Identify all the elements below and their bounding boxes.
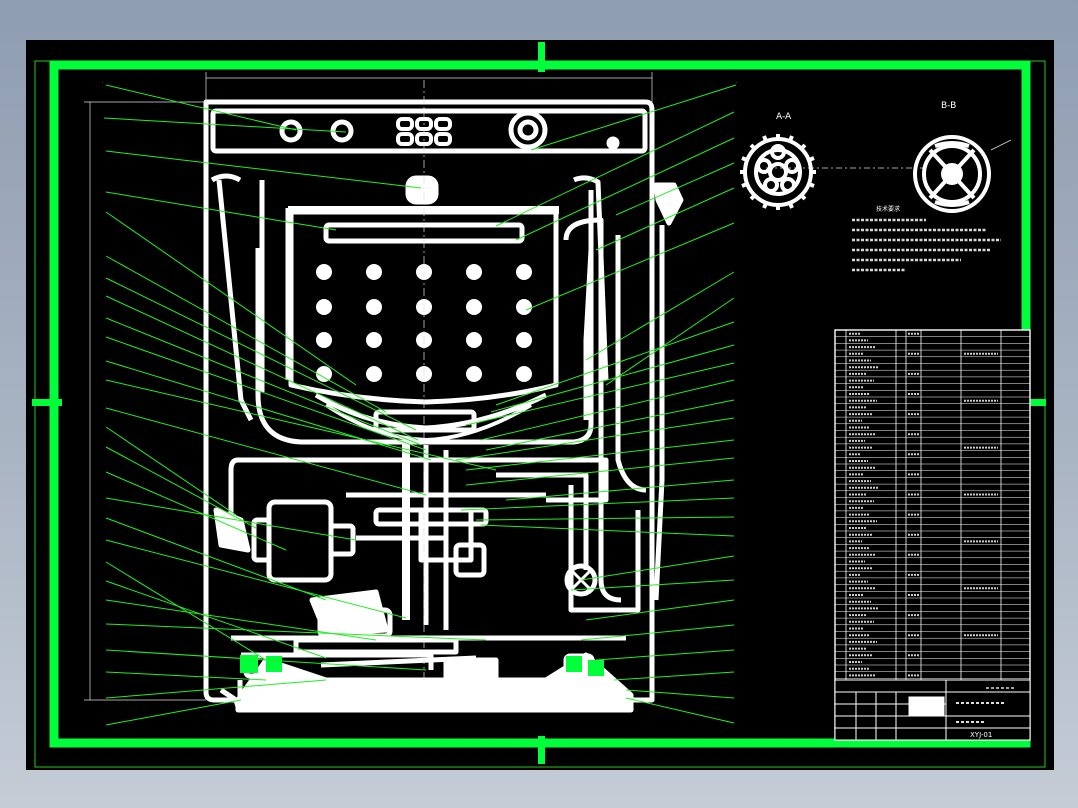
tech-req-title: 技术要求 — [876, 205, 900, 213]
engineering-drawing: ·· A-A B-B — [32, 42, 1046, 768]
section-a-label: A-A — [776, 112, 792, 122]
callout-labels: ·· — [102, 80, 737, 85]
drawing-sheet: ·· A-A B-B — [26, 40, 1054, 770]
section-a-a-view: A-A — [740, 112, 816, 210]
drawing-number: XYJ-01 — [970, 731, 992, 739]
title-block — [834, 679, 1031, 741]
svg-text:·: · — [102, 80, 103, 85]
washing-machine-section — [203, 99, 684, 713]
technical-requirements: 技术要求 — [852, 205, 1001, 272]
parts-list-table — [834, 329, 1031, 741]
section-b-label: B-B — [941, 101, 956, 111]
centerlines — [84, 72, 926, 701]
leader-lines — [103, 84, 737, 726]
section-b-b-view: B-B — [913, 101, 1012, 213]
svg-text:·: · — [736, 80, 737, 85]
